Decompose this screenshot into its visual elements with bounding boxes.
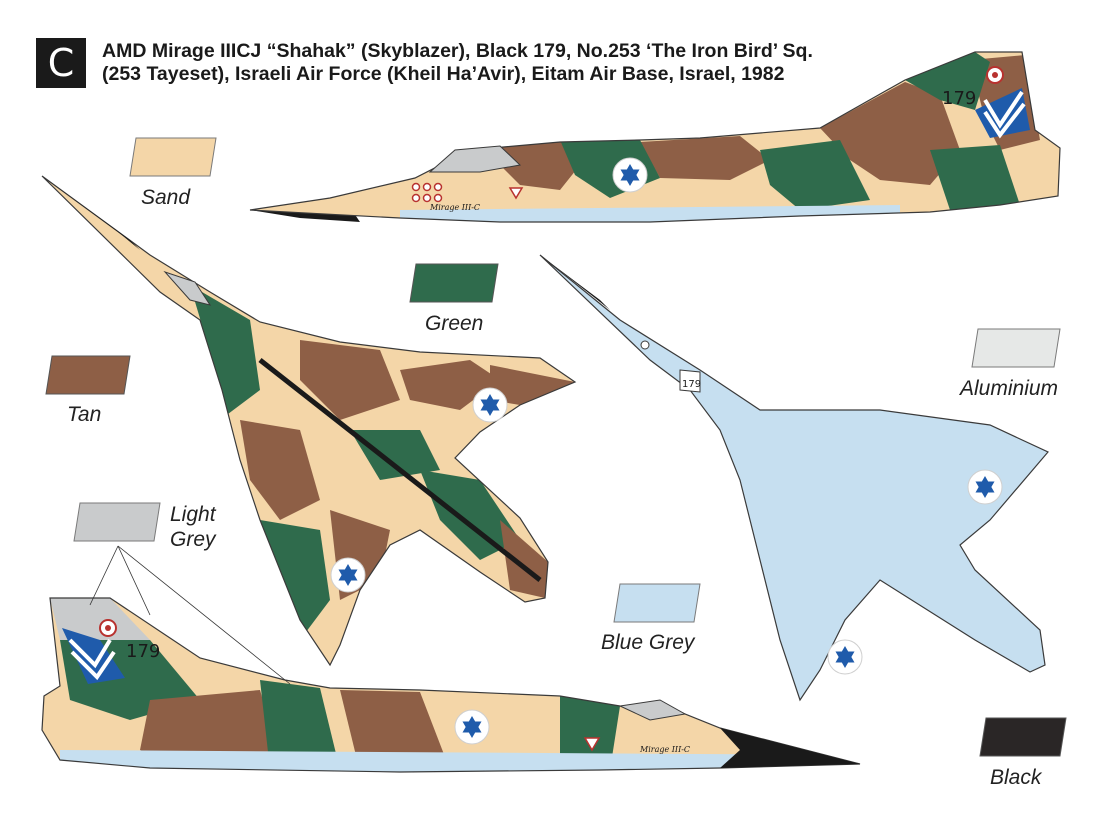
tail-serial-top: 179: [942, 88, 976, 109]
side-profile-bottom: 179 Mirage III-C: [41, 597, 861, 773]
side-profile-top: 179 Mirage III-C: [249, 51, 1061, 223]
swatch-label-light-grey-2: Grey: [170, 528, 216, 551]
roundel-underside-right: [967, 469, 1003, 505]
roundel-underside-left: [827, 639, 863, 675]
title-line-2: (253 Tayeset), Israeli Air Force (Kheil …: [102, 63, 785, 85]
swatch-label-aluminium: Aluminium: [960, 377, 1059, 400]
plan-view-underside: 179: [539, 254, 1049, 702]
spine-line: [258, 358, 542, 582]
underside-serial: 179: [682, 379, 701, 390]
swatch-label-tan: Tan: [67, 403, 102, 426]
roundel-wing-upper-right: [472, 387, 508, 423]
canopy-plan-view: [163, 270, 212, 306]
swatch-green: [409, 263, 499, 303]
swatch-label-light-grey-1: Light: [170, 503, 216, 526]
roundel-fuselage-bottom: [454, 709, 490, 745]
roundel-wing-upper-left: [330, 557, 366, 593]
light-grey-leader-lines: [89, 545, 291, 685]
swatch-label-black: Black: [990, 766, 1042, 789]
roundel-fuselage-top: [612, 157, 648, 193]
profile-title: AMD Mirage IIICJ “Shahak” (Skyblazer), B…: [102, 40, 962, 86]
kill-markings: [411, 182, 443, 203]
swatch-label-green: Green: [425, 312, 484, 335]
profile-letter-badge: C: [36, 38, 86, 88]
swatch-black: [979, 717, 1067, 757]
swatch-light-grey: [73, 502, 161, 542]
swatch-label-sand: Sand: [141, 186, 191, 209]
title-line-1: AMD Mirage IIICJ “Shahak” (Skyblazer), B…: [102, 40, 813, 62]
swatch-aluminium: [971, 328, 1061, 368]
canopy-bottom-profile: [618, 699, 687, 721]
nose-script-bottom: Mirage III-C: [639, 745, 690, 754]
color-swatches: [45, 137, 1067, 757]
tail-blue-band-bottom: [62, 628, 125, 684]
canopy-top-profile: [428, 145, 522, 173]
swatch-label-blue-grey: Blue Grey: [601, 631, 695, 654]
tail-serial-bottom: 179: [126, 641, 160, 662]
swatch-blue-grey: [613, 583, 701, 623]
swatch-tan: [45, 355, 131, 395]
swatch-sand: [129, 137, 217, 177]
nose-script-top: Mirage III-C: [429, 203, 480, 212]
